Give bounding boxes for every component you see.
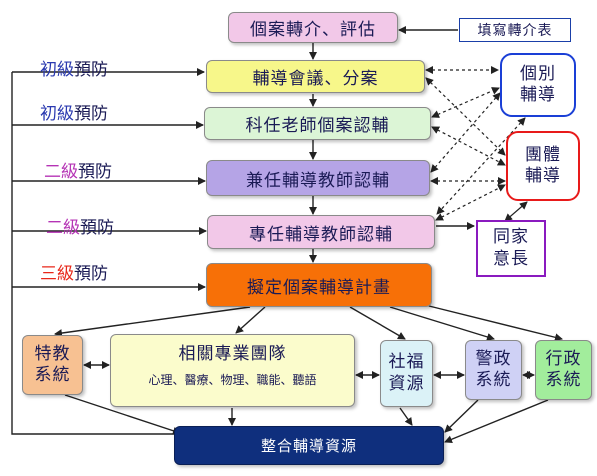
police-system-line2: 系統 [475,370,512,390]
social-welfare-line2: 資源 [388,373,425,394]
welfare-to-integrate [399,407,413,426]
professional-team-title: 相關專業團隊 [178,344,287,364]
plan-to-police [389,306,495,341]
individual-counseling-box: 個別 輔導 [500,53,576,117]
prevention-level-word: 預防 [80,218,114,238]
prevention-level-label-4: 二級預防 [46,213,114,238]
special-education-box: 特教 系統 [22,335,83,395]
prevention-level-grade: 初級 [40,60,74,80]
referral-assessment-box: 個案轉介、評估 [228,12,398,43]
group-counseling-line1: 團體 [525,144,561,165]
counseling-meeting-box: 輔導會議、分案 [206,60,425,93]
group-counseling-box: 團體 輔導 [506,131,580,201]
referral-form-box: 填寫轉介表 [459,18,571,42]
social-welfare-box: 社福 資源 [380,340,433,407]
dash-parttime-individual [430,92,501,173]
special-education-line2: 系統 [34,365,71,385]
administrative-system-line2: 系統 [545,370,582,390]
plan-to-specialed [54,306,251,338]
dash-teacher-group [431,126,506,166]
prevention-level-label-2: 初級預防 [40,99,108,124]
dash-fulltime-group [435,184,506,221]
administrative-system-line1: 行政 [545,348,582,369]
prevention-level-label-3: 二級預防 [44,157,112,182]
plan-to-admin [424,304,563,342]
parent-consent-box: 同家 意長 [476,220,546,277]
parttime-counselor-box: 兼任輔導教師認輔 [206,160,430,196]
professional-team-box: 相關專業團隊 心理、醫療、物理、職能、聽語 [110,334,355,407]
counseling-plan-box: 擬定個案輔導計畫 [206,263,432,307]
prevention-level-grade: 初級 [40,104,74,124]
administrative-system-box: 行政 系統 [535,340,592,400]
subject-teacher-box: 科任老師個案認輔 [204,107,431,140]
social-welfare-line1: 社福 [388,352,425,373]
prevention-spine [11,72,202,435]
plan-to-team [235,306,266,334]
admin-to-integrate [444,399,549,444]
parent-group-link [504,201,528,222]
group-counseling-line2: 輔導 [525,166,561,186]
prevention-level-label-5: 三級預防 [40,259,108,284]
dash-meeting-group [425,77,506,156]
prevention-level-word: 預防 [74,264,108,284]
prevention-level-word: 預防 [74,104,108,124]
individual-counseling-line2: 輔導 [520,85,556,105]
specialed-to-integrate [64,394,181,435]
prevention-level-grade: 二級 [44,162,78,182]
prevention-level-grade: 二級 [46,218,80,238]
dash-teacher-individual [431,87,500,118]
dash-individual-fulltime [436,117,526,215]
professional-team-members: 心理、醫療、物理、職能、聽語 [148,373,317,388]
police-to-integrate [444,399,479,433]
prevention-level-word: 預防 [78,162,112,182]
prevention-level-grade: 三級 [40,264,74,284]
plan-to-welfare [349,306,406,340]
police-system-box: 警政 系統 [465,340,522,400]
prevention-level-word: 預防 [74,60,108,80]
individual-counseling-line1: 個別 [520,63,556,84]
police-system-line1: 警政 [475,348,512,369]
fulltime-counselor-box: 專任輔導教師認輔 [207,215,435,249]
parent-consent-line2: 意長 [493,248,529,269]
prevention-level-label-1: 初級預防 [40,55,108,80]
integrate-resources-box: 整合輔導資源 [174,426,444,465]
parent-consent-line1: 同家 [493,227,529,248]
special-education-line1: 特教 [34,343,71,364]
